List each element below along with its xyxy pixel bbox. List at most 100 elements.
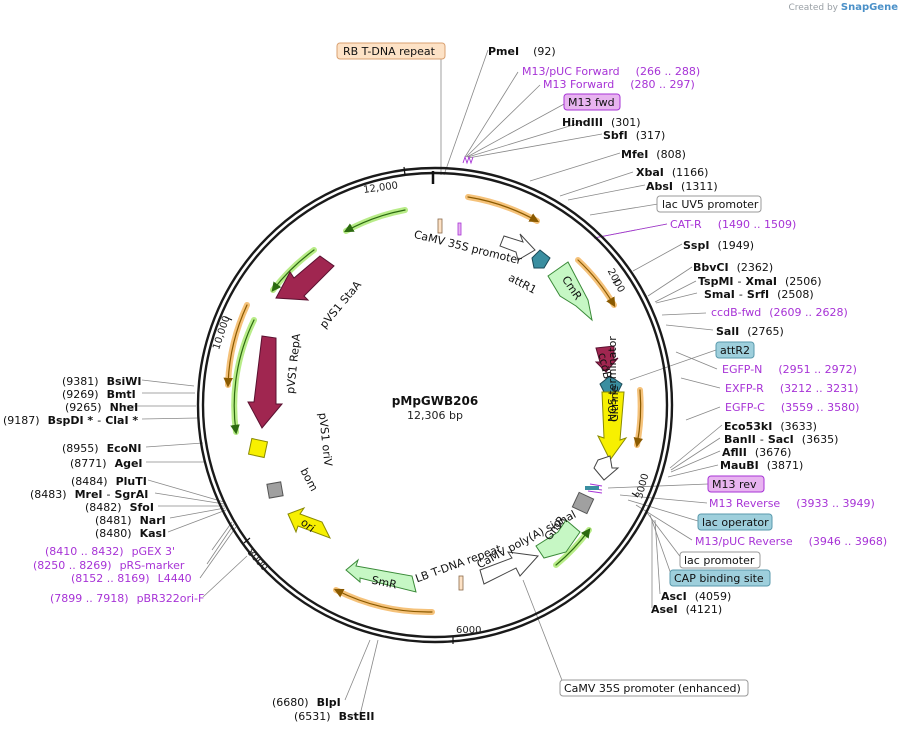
m13-fwd-marker	[457, 222, 462, 236]
attr2-marker	[599, 375, 623, 393]
box-camv35s-enhanced: CaMV 35S promoter (enhanced)	[559, 679, 749, 697]
camv35s-arrow	[499, 233, 536, 261]
enzyme-absi: AbsI(1311)	[646, 180, 718, 193]
smr-arrow	[345, 558, 417, 593]
citrine-label: Citrine	[608, 385, 621, 422]
nos-terminator-label: NOS terminator	[606, 336, 619, 422]
enzyme-bmti: (9269)BmtI	[62, 388, 136, 401]
enzyme-mrei: (8483)MreI-SgrAI	[30, 488, 148, 501]
enzyme-smai: SmaI-SrfI(2508)	[704, 288, 814, 301]
enzyme-sspi: SspI(1949)	[683, 239, 754, 252]
enzyme-maubi: MauBI(3871)	[720, 459, 803, 472]
gmr-arrow	[535, 519, 581, 559]
ccdb-label: ccdB	[596, 352, 614, 381]
attr1-label: attR1	[506, 271, 539, 297]
enzyme-kasi: (8480)KasI	[95, 527, 166, 540]
enzyme-bsteii: (6531)BstEII	[294, 710, 374, 723]
enzyme-sfoi: (8482)SfoI	[85, 501, 154, 514]
tick-label-6000: 6000	[456, 625, 481, 636]
tick-label-12000: 12,000	[363, 180, 399, 196]
pvs1-oriv-marker	[247, 437, 269, 459]
primer-exfp-r: EXFP-R(3212 .. 3231)	[725, 382, 858, 395]
primer-cluster-top	[462, 155, 474, 165]
svg-text:lac promoter: lac promoter	[684, 554, 755, 567]
enzyme-mfei: MfeI(808)	[621, 148, 686, 161]
primer-pgex3: (8410 .. 8432)pGEX 3'	[45, 545, 175, 558]
snapgene-logo: SnapGene	[840, 2, 898, 13]
primer-cat-r: CAT-R(1490 .. 1509)	[670, 218, 796, 231]
pvs1-oriv-label: pVS1 oriV	[316, 412, 335, 467]
enzyme-nari: (8481)NarI	[95, 514, 166, 527]
svg-text:M13 rev: M13 rev	[712, 478, 757, 491]
enzyme-xbai: XbaI(1166)	[636, 166, 708, 179]
svg-text:lac UV5 promoter: lac UV5 promoter	[662, 198, 759, 211]
box-attr2: attR2	[715, 341, 755, 359]
svg-text:lac operator: lac operator	[702, 516, 769, 529]
primer-l4440: (8152 .. 8169)L4440	[71, 572, 192, 585]
cmr-arrow	[547, 261, 593, 322]
enzyme-bsiwi: (9381)BsiWI	[62, 375, 142, 388]
enzyme-bspdi: (9187)BspDI *-ClaI *	[3, 414, 138, 427]
pvs1-staa-arrow	[275, 255, 335, 301]
orange-orfs	[223, 194, 644, 616]
scale-ticks	[224, 166, 639, 644]
pvs1-repa-arrow	[247, 335, 284, 429]
box-lac-promoter: lac promoter	[679, 551, 761, 569]
bom-marker	[266, 481, 284, 499]
primer-m13-reverse: M13 Reverse(3933 .. 3949)	[709, 497, 875, 510]
attr1-marker	[531, 249, 551, 269]
enzyme-tspmi: TspMI-XmaI(2506)	[698, 275, 822, 288]
enzyme-bbvci: BbvCI(2362)	[693, 261, 773, 274]
svg-text:attR2: attR2	[720, 344, 750, 357]
enzyme-banii: BanII-SacI(3635)	[724, 433, 838, 446]
primer-m13-fwd: M13 Forward(280 .. 297)	[543, 78, 695, 91]
enzyme-asei: AseI(4121)	[651, 603, 722, 616]
svg-text:RB T-DNA repeat: RB T-DNA repeat	[343, 45, 436, 58]
ori-arrow	[287, 506, 332, 539]
primer-prs-marker: (8250 .. 8269)pRS-marker	[33, 559, 185, 572]
camv35s-enhanced-arrow	[479, 551, 540, 585]
snapgene-branding: Created by SnapGene	[788, 2, 898, 13]
pvs1-repa-label: pVS1 RepA	[284, 332, 303, 394]
green-orfs	[230, 207, 592, 568]
svg-text:M13 fwd: M13 fwd	[568, 96, 615, 109]
enzyme-pluti: (8484)PluTI	[71, 475, 147, 488]
enzyme-blpi: (6680)BlpI	[272, 696, 341, 709]
enzyme-econi: (8955)EcoNI	[62, 442, 141, 455]
enzyme-pmei: PmeI(92)	[488, 45, 556, 58]
lb-tdna-marker	[458, 575, 464, 591]
lac-operator-marker	[585, 486, 599, 490]
rb-tdna-marker	[437, 218, 443, 234]
backbone-inner	[201, 171, 669, 639]
enzyme-hindiii: HindIII(301)	[562, 116, 641, 129]
enzyme-sbfi: SbfI(317)	[603, 129, 665, 142]
enzyme-agei: (8771)AgeI	[70, 457, 143, 470]
ccdb-arrow	[594, 345, 619, 373]
primer-labels: M13/pUC Forward(266 .. 288) M13 Forward(…	[33, 65, 887, 605]
nos-terminator-arrow	[593, 455, 620, 481]
box-lac-uv5: lac UV5 promoter	[656, 195, 762, 213]
primer-pbr322ori: (7899 .. 7918)pBR322ori-F	[50, 592, 204, 605]
primer-leaders	[593, 223, 668, 239]
enzyme-asci: AscI(4059)	[661, 590, 731, 603]
svg-text:CAP binding site: CAP binding site	[674, 572, 764, 585]
enzyme-labels: PmeI(92) HindIII(301) SbfI(317) MfeI(808…	[3, 45, 838, 723]
primer-m13puc-reverse: M13/pUC Reverse(3946 .. 3968)	[695, 535, 887, 548]
box-m13-rev: M13 rev	[707, 475, 765, 493]
citrine-arrow	[597, 391, 628, 461]
box-cap-binding: CAP binding site	[669, 569, 771, 587]
pvs1-staa-label: pVS1 StaA	[317, 278, 364, 331]
enzyme-sali: SalI(2765)	[716, 325, 784, 338]
primer-m13puc-fwd: M13/pUC Forward(266 .. 288)	[522, 65, 700, 78]
enzyme-nhei: (9265)NheI	[65, 401, 138, 414]
svg-text:CaMV 35S promoter (enhanced): CaMV 35S promoter (enhanced)	[564, 682, 741, 695]
plasmid-name: pMpGWB206	[392, 394, 478, 408]
enzyme-eco53ki: Eco53kI(3633)	[724, 420, 817, 433]
box-lac-operator: lac operator	[697, 513, 773, 531]
smr-label: SmR	[370, 574, 398, 592]
camv-polya-marker	[571, 491, 595, 515]
bom-label: bom	[297, 466, 320, 494]
box-m13-fwd: M13 fwd	[563, 93, 621, 111]
primer-egfp-n: EGFP-N(2951 .. 2972)	[722, 363, 857, 376]
